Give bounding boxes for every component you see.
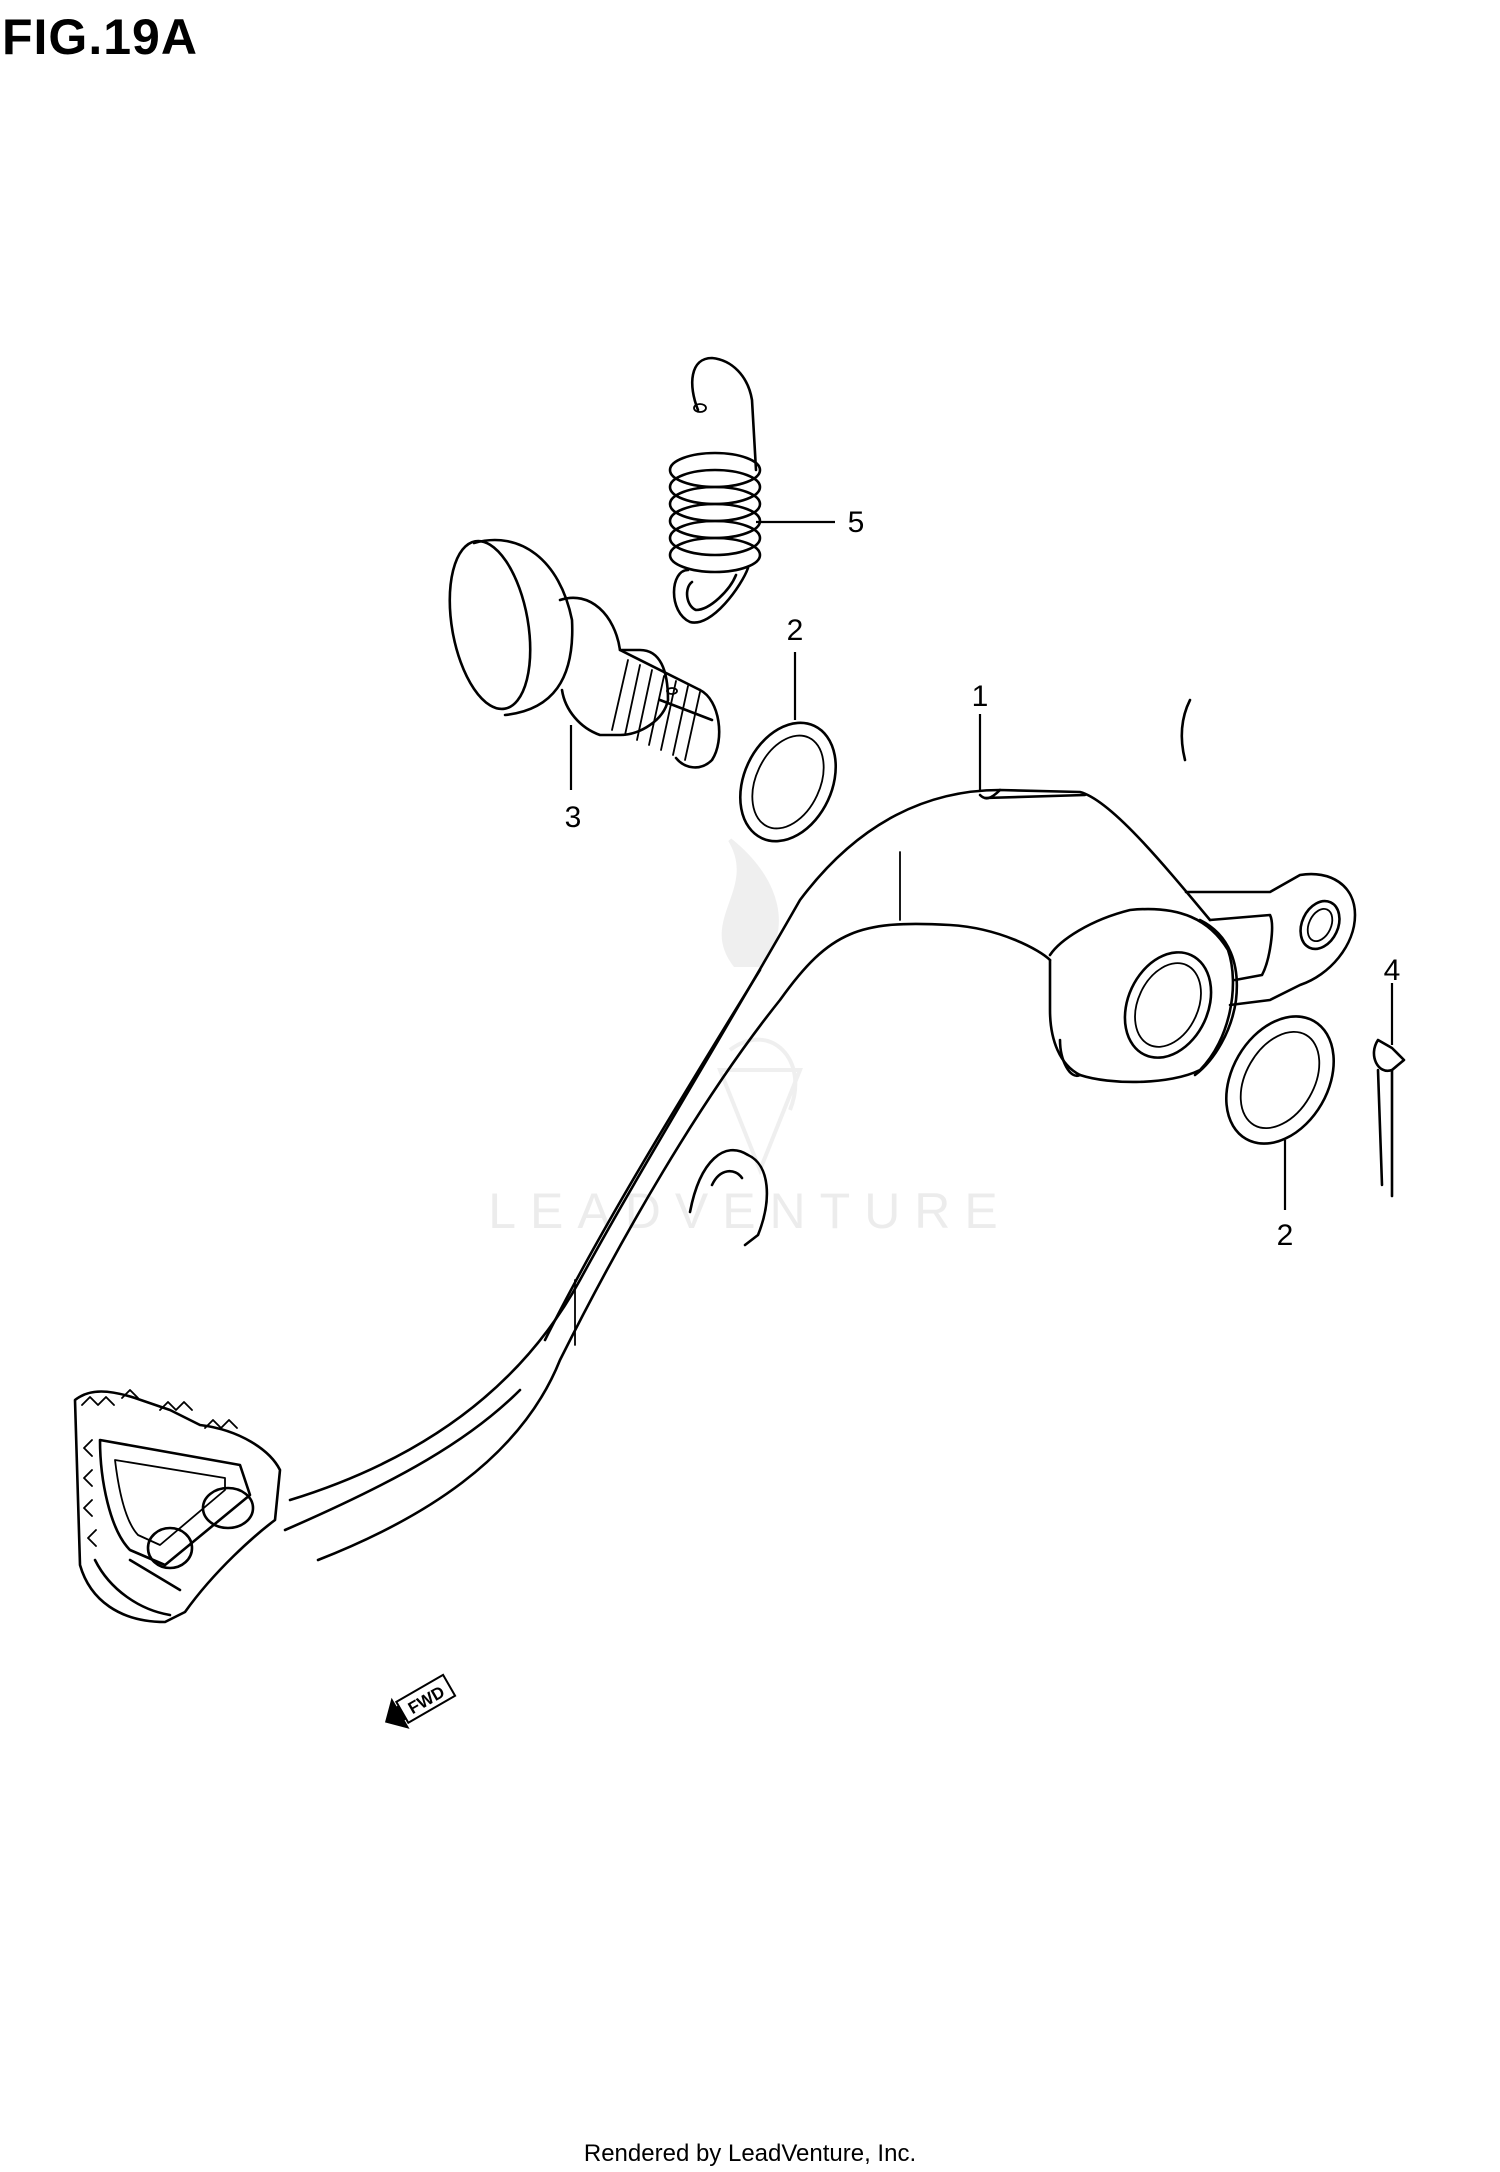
spring-part: [668, 356, 762, 624]
callout-leaders: [569, 520, 1394, 1210]
callout-2-lower: 2: [1277, 1219, 1294, 1252]
callout-5: 5: [848, 506, 865, 539]
callout-1: 1: [972, 680, 989, 713]
figure-title: FIG.19A: [2, 9, 198, 65]
leadventure-flame-logo: [717, 838, 803, 1176]
watermark-text: LEADVENTURE: [488, 1183, 1012, 1239]
brake-pedal-part: [73, 698, 1357, 1624]
pivot-bolt-part: [448, 538, 721, 769]
washer-part-lower: [1224, 1015, 1336, 1145]
callout-4: 4: [1384, 954, 1401, 987]
washer-part-upper: [738, 721, 838, 843]
callout-3: 3: [565, 801, 582, 834]
cotter-pin-part: [1372, 1038, 1406, 1198]
watermark: LEADVENTURE: [488, 838, 1012, 1239]
rendered-by-footer: Rendered by LeadVenture, Inc.: [583, 2140, 917, 2167]
callout-2-upper: 2: [787, 614, 804, 647]
fwd-direction-badge: FWD: [385, 1673, 457, 1729]
